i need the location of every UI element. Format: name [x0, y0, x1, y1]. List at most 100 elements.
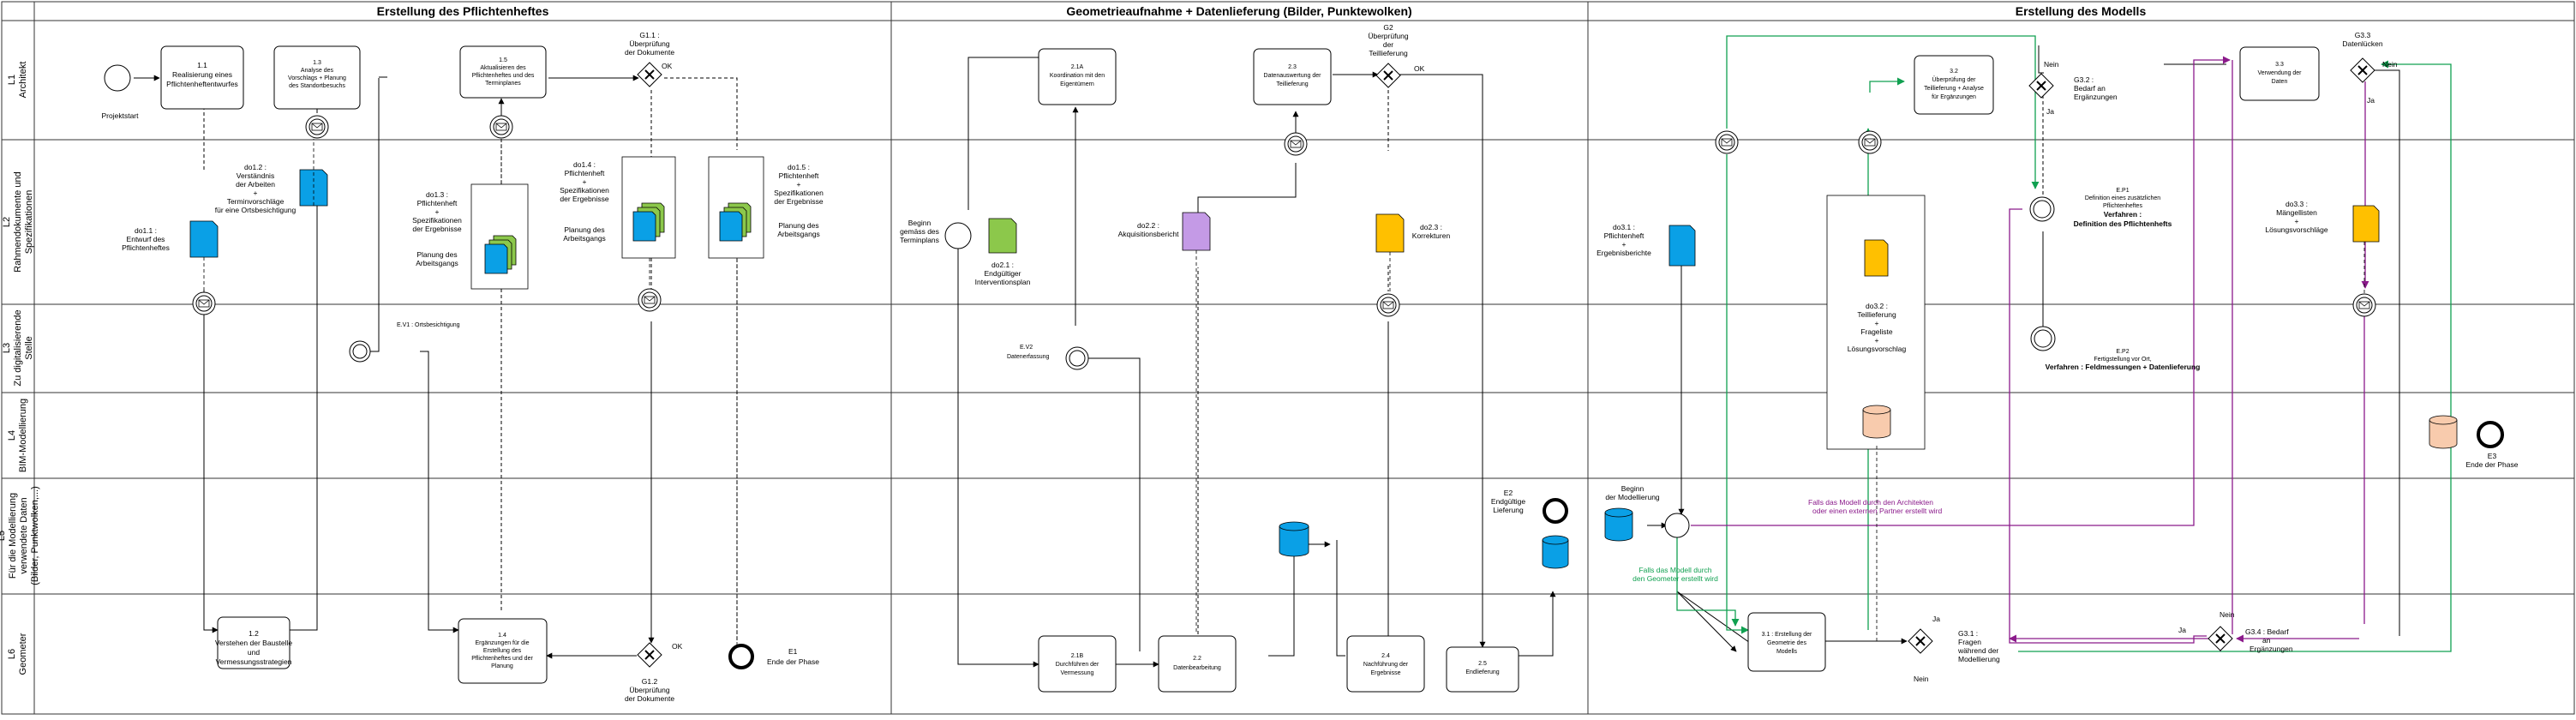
svg-text:+: +: [583, 177, 587, 186]
doc-do2-2: [1182, 212, 1211, 251]
svg-text:G1.2: G1.2: [642, 677, 658, 686]
svg-text:Arbeitsgangs: Arbeitsgangs: [563, 234, 606, 243]
svg-text:Pflichtenheftes und der: Pflichtenheftes und der: [471, 656, 533, 662]
svg-text:Planung: Planung: [491, 663, 513, 669]
svg-text:G2: G2: [1383, 23, 1393, 32]
svg-text:Fertigstellung vor Ort,: Fertigstellung vor Ort,: [2094, 357, 2151, 363]
svg-text:3.3: 3.3: [2275, 62, 2284, 68]
svg-text:Realisierung eines: Realisierung eines: [172, 70, 232, 79]
gateway-g1-2: [637, 642, 662, 668]
svg-text:Überprüfung: Überprüfung: [1368, 32, 1409, 40]
svg-text:und: und: [248, 648, 260, 657]
svg-text:Arbeitsgangs: Arbeitsgangs: [777, 230, 820, 238]
svg-text:do1.2 :: do1.2 :: [244, 163, 267, 171]
svg-text:G1.1 :: G1.1 :: [639, 31, 659, 39]
svg-text:Terminplanes: Terminplanes: [485, 81, 521, 87]
gateway-g3-1: [1908, 628, 1933, 654]
svg-text:der Ergebnisse: der Ergebnisse: [412, 225, 461, 233]
svg-text:Verfahren : Feldmessungen + Da: Verfahren : Feldmessungen + Datenlieferu…: [2046, 363, 2201, 371]
svg-text:do2.3 :: do2.3 :: [1420, 223, 1442, 231]
svg-text:Planung des: Planung des: [564, 225, 604, 234]
svg-text:Nein: Nein: [2220, 610, 2235, 619]
start-event-beginn-3: [1664, 513, 1690, 538]
doc-do3-1: [1668, 225, 1696, 267]
svg-text:G3.3: G3.3: [2355, 31, 2371, 39]
svg-text:an: an: [2262, 636, 2271, 645]
svg-text:1.2: 1.2: [249, 629, 259, 638]
svg-text:E.V2: E.V2: [1020, 345, 1033, 351]
phase-title-1: Erstellung des Pflichtenheftes: [377, 4, 549, 18]
svg-text:L3: L3: [2, 343, 12, 353]
datastore-do3-2: [1862, 405, 1891, 439]
svg-text:während der: während der: [1957, 646, 1998, 655]
svg-text:der Dokumente: der Dokumente: [625, 694, 674, 703]
svg-text:Arbeitsgangs: Arbeitsgangs: [416, 259, 458, 267]
svg-text:Pflichtenheft: Pflichtenheft: [417, 199, 458, 207]
datastore-l5-3: [1604, 507, 1633, 542]
svg-text:Modells: Modells: [1776, 649, 1798, 655]
svg-text:Teillieferung: Teillieferung: [1276, 81, 1308, 87]
svg-text:3.2: 3.2: [1950, 69, 1958, 75]
events: [104, 64, 2504, 669]
svg-text:für eine Ortsbesichtigung: für eine Ortsbesichtigung: [215, 206, 297, 214]
svg-text:+: +: [1875, 336, 1879, 345]
svg-text:Lösungsvorschlag: Lösungsvorschlag: [1848, 345, 1907, 353]
svg-text:Vermessungsstrategien: Vermessungsstrategien: [216, 657, 292, 666]
task-2-3: [1253, 48, 1332, 105]
svg-text:Ja: Ja: [2178, 626, 2186, 634]
svg-text:Verfahren :: Verfahren :: [2104, 210, 2142, 219]
svg-text:den Geometer erstellt wird: den Geometer erstellt wird: [1632, 574, 1718, 583]
svg-text:G3.2 :: G3.2 :: [2074, 75, 2094, 84]
svg-text:Analyse des: Analyse des: [301, 68, 334, 74]
svg-text:E.P2: E.P2: [2116, 349, 2129, 355]
lane-label-l4: L4 BIM-Modellierung: [7, 399, 28, 472]
svg-text:Rahmendokumente und: Rahmendokumente und: [13, 171, 23, 272]
svg-text:oder einen externen Partner er: oder einen externen Partner erstellt wir…: [1812, 507, 1942, 515]
task-1-2: [217, 616, 291, 669]
svg-text:Pflichtenheftes und des: Pflichtenheftes und des: [472, 73, 535, 79]
svg-text:Erstellung des: Erstellung des: [483, 648, 522, 654]
svg-text:Architekt: Architekt: [18, 62, 28, 99]
datastore-l5-1: [1279, 521, 1309, 557]
svg-text:+: +: [1875, 319, 1879, 327]
svg-text:do2.2 :: do2.2 :: [1137, 221, 1159, 230]
svg-text:+: +: [2295, 217, 2299, 225]
svg-text:verwendete Daten: verwendete Daten: [19, 497, 29, 573]
svg-text:do1.4 :: do1.4 :: [573, 160, 596, 169]
doc-do2-3: [1375, 213, 1405, 253]
gateway-g3-2: [2028, 73, 2054, 99]
svg-text:Verstehen der Baustelle: Verstehen der Baustelle: [215, 639, 293, 647]
svg-text:Pflichtenheftentwurfes: Pflichtenheftentwurfes: [166, 80, 238, 88]
svg-text:Eigentümern: Eigentümern: [1060, 81, 1094, 87]
svg-text:OK: OK: [662, 62, 673, 70]
svg-text:do1.1 :: do1.1 :: [135, 226, 157, 235]
svg-text:+: +: [254, 189, 258, 197]
svg-text:Nein: Nein: [1914, 675, 1929, 683]
message-event-l1-4: [1715, 130, 1739, 154]
svg-text:1.1: 1.1: [197, 61, 207, 69]
svg-text:Falls das Modell durch den Arc: Falls das Modell durch den Architekten: [1808, 498, 1933, 507]
svg-text:Nachführung der: Nachführung der: [1363, 662, 1409, 668]
svg-text:Pflichtenheft: Pflichtenheft: [779, 171, 819, 180]
svg-text:2.5: 2.5: [1478, 661, 1487, 667]
svg-text:Pflichtenheftes: Pflichtenheftes: [122, 243, 170, 252]
svg-text:Zu digitalisierende: Zu digitalisierende: [13, 309, 23, 386]
svg-text:do1.5 :: do1.5 :: [788, 163, 810, 171]
svg-text:Spezifikationen: Spezifikationen: [560, 186, 609, 195]
svg-text:BIM-Modellierung: BIM-Modellierung: [18, 399, 28, 472]
svg-text:E2: E2: [1504, 489, 1513, 497]
start-event-beginn-2: [944, 222, 972, 249]
svg-text:E3: E3: [2488, 452, 2497, 460]
svg-text:Terminvorschläge: Terminvorschläge: [227, 197, 285, 206]
data-stores: [1279, 405, 2458, 569]
svg-text:2.2: 2.2: [1193, 656, 1201, 662]
purple-flows: [1691, 56, 2369, 651]
svg-text:OK: OK: [1414, 64, 1425, 73]
svg-text:L5: L5: [0, 531, 7, 541]
sequence-flows: [134, 45, 2400, 668]
task-1-5: [459, 45, 547, 99]
start-event-projektstart: [104, 64, 131, 92]
svg-text:Bedarf an: Bedarf an: [2074, 84, 2106, 93]
task-boxes: [160, 45, 2320, 693]
